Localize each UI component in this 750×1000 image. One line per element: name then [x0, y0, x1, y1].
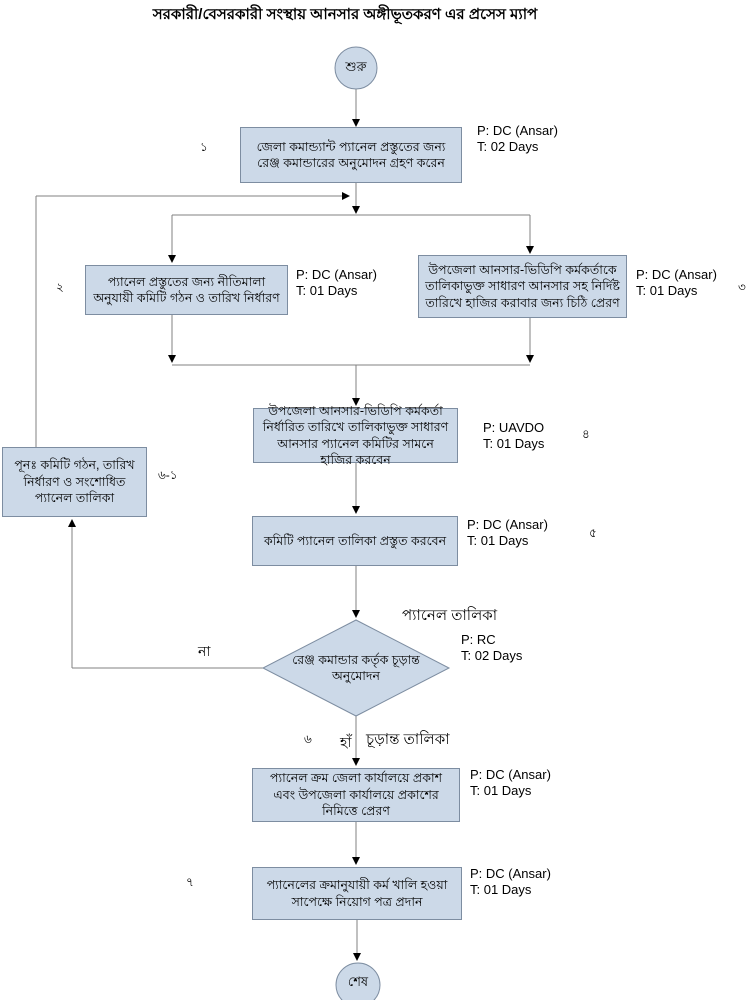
rework-box: পূনঃ কমিটি গঠন, তারিখ নির্ধারণ ও সংশোধিত… — [2, 447, 147, 517]
step-5-label: কমিটি প্যানেল তালিকা প্রস্তুত করবেন — [263, 533, 447, 548]
step-4-time: T: 01 Days — [483, 436, 545, 451]
step-3-box: উপজেলা আনসার-ভিডিপি কর্মকর্তাকে তালিকাভু… — [418, 255, 627, 318]
step-5-box: কমিটি প্যানেল তালিকা প্রস্তুত করবেন — [252, 516, 458, 566]
end-node — [335, 962, 381, 1000]
step-4-annotation: P: UAVDO T: 01 Days — [483, 420, 544, 452]
step-7-time: T: 01 Days — [470, 882, 532, 897]
step-2-number: ২ — [56, 280, 64, 294]
no-edge-label: না — [198, 643, 211, 659]
step-2-performer: P: DC (Ansar) — [296, 267, 377, 282]
step-7-number: ৭ — [186, 875, 194, 889]
rework-label: পূনঃ কমিটি গঠন, তারিখ নির্ধারণ ও সংশোধিত… — [14, 458, 135, 506]
diagram-title: সরকারী/বেসরকারী সংস্থায় আনসার অঙ্গীভূতক… — [152, 6, 538, 23]
step-6-box: প্যানেল ক্রম জেলা কার্যালয়ে প্রকাশ এবং … — [252, 768, 460, 822]
step-4-number: ৪ — [582, 427, 590, 441]
decision-number: ৬ — [304, 732, 312, 746]
yes-edge-label: হাঁ — [340, 734, 352, 750]
step-5-annotation: P: DC (Ansar) T: 01 Days — [467, 517, 548, 549]
step-4-label: উপজেলা আনসার-ভিডিপি কর্মকর্তা নির্ধারিত … — [262, 403, 449, 468]
step-1-performer: P: DC (Ansar) — [477, 123, 558, 138]
step-7-label: প্যানেলের ক্রমানুযায়ী কর্ম খালি হওয়া স… — [266, 878, 448, 909]
decision-performer: P: RC — [461, 632, 496, 647]
step-6-annotation: P: DC (Ansar) T: 01 Days — [470, 767, 551, 799]
step-1-number: ১ — [200, 140, 208, 154]
step-2-time: T: 01 Days — [296, 283, 358, 298]
arrowheads — [68, 119, 534, 961]
step-6-label: প্যানেল ক্রম জেলা কার্যালয়ে প্রকাশ এবং … — [269, 771, 442, 819]
step-5-number: ৫ — [589, 526, 597, 540]
panel-list-edge-label: প্যানেল তালিকা — [402, 607, 498, 624]
step-3-time: T: 01 Days — [636, 283, 698, 298]
end-label: শেষ — [347, 973, 369, 989]
decision-time: T: 02 Days — [461, 648, 523, 663]
step-1-annotation: P: DC (Ansar) T: 02 Days — [477, 123, 558, 155]
connector-lines — [35, 89, 531, 954]
step-5-time: T: 01 Days — [467, 533, 529, 548]
step-1-box: জেলা কমান্ড্যান্ট প্যানেল প্রস্তুতের জন্… — [240, 127, 462, 183]
step-2-box: প্যানেল প্রস্তুতের জন্য নীতিমালা অনুযায়… — [85, 265, 288, 315]
final-list-edge-label: চূড়ান্ত তালিকা — [366, 731, 450, 748]
step-7-annotation: P: DC (Ansar) T: 01 Days — [470, 866, 551, 898]
step-3-annotation: P: DC (Ansar) T: 01 Days — [636, 267, 717, 299]
decision-label: রেঞ্জ কমান্ডার কর্তৃক চূড়ান্ত অনুমোদন — [292, 652, 420, 683]
step-1-time: T: 02 Days — [477, 139, 539, 154]
step-2-label: প্যানেল প্রস্তুতের জন্য নীতিমালা অনুযায়… — [93, 274, 280, 306]
step-4-performer: P: UAVDO — [483, 420, 545, 435]
step-3-performer: P: DC (Ansar) — [636, 267, 717, 282]
step-3-label: উপজেলা আনসার-ভিডিপি কর্মকর্তাকে তালিকাভু… — [425, 262, 620, 310]
step-7-performer: P: DC (Ansar) — [470, 866, 551, 881]
step-5-performer: P: DC (Ansar) — [467, 517, 548, 532]
step-3-number: ৩ — [738, 280, 746, 294]
step-2-annotation: P: DC (Ansar) T: 01 Days — [296, 267, 377, 299]
step-6-performer: P: DC (Ansar) — [470, 767, 551, 782]
rework-number: ৬-১ — [158, 468, 178, 482]
decision-diamond — [261, 619, 451, 717]
start-node — [334, 46, 378, 90]
step-4-box: উপজেলা আনসার-ভিডিপি কর্মকর্তা নির্ধারিত … — [253, 404, 458, 467]
step-7-box: প্যানেলের ক্রমানুযায়ী কর্ম খালি হওয়া স… — [252, 867, 462, 920]
step-6-time: T: 01 Days — [470, 783, 532, 798]
step-1-label: জেলা কমান্ড্যান্ট প্যানেল প্রস্তুতের জন্… — [256, 139, 446, 171]
start-label: শুরু — [345, 58, 367, 74]
decision-annotation: P: RC T: 02 Days — [461, 632, 522, 664]
